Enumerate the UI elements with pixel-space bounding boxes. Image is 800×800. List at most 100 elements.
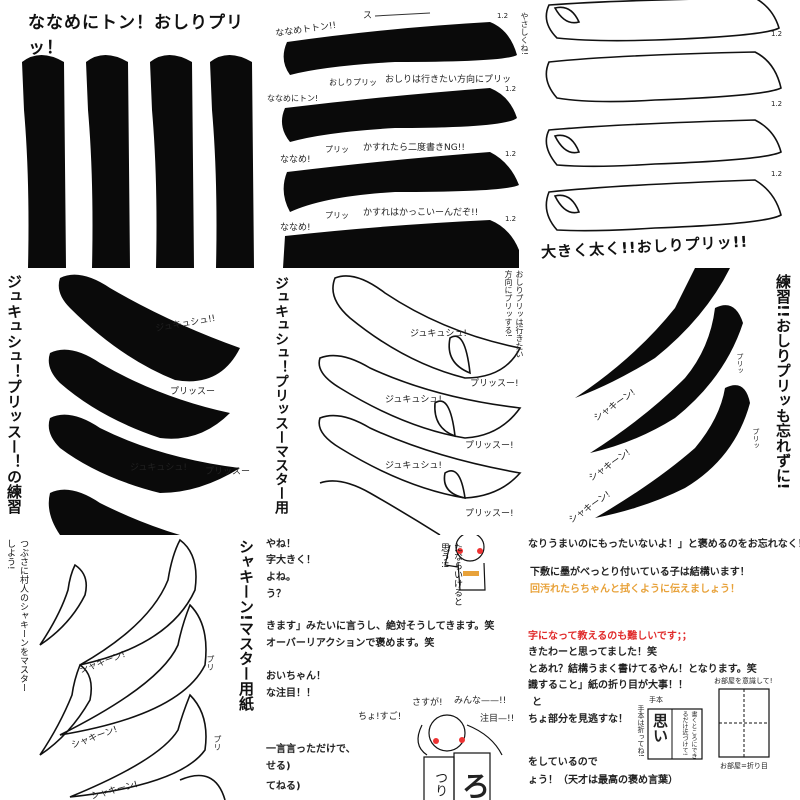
speech-bubble: さすが! [412,698,443,708]
article-line: せる) [266,761,291,772]
speech-bubble: 注目—!! [480,714,515,724]
stroke [595,385,750,518]
side-caption: 練習!!おしりプリッも忘れずに! [774,274,792,490]
article-line: 下敷に墨がべっとり付いている子は結構います！ [530,567,750,578]
note: 1.2 [505,215,517,223]
article-line: う？ [266,589,286,600]
note: プリッ [325,145,349,154]
tile-outlined-strokes: 1.2 1.2 1.2 大きく太く!!おしりプリッ!! [535,0,800,268]
model-character: 思い [651,713,669,743]
model-label: 書くところにできるだけ近づけて! [681,711,697,759]
article-line: なりうまいのにもったいないよ！」と褒めるのをお忘れなく！ [528,539,800,550]
stroke [281,88,517,142]
stroke-outline [319,480,441,535]
stroke-outline [545,51,782,103]
vertical-strokes [22,55,254,268]
speech-bubble: みんな——!! [454,696,507,706]
stroke [575,268,730,398]
note: 1.2 [497,12,509,20]
article-line: てねる) [266,781,301,792]
note: プリ [213,735,222,751]
article-section: やね！ 字大きく！ よね。 う？ きます」みたいに言うし、絶対そうしてきます。笑… [262,535,800,800]
stroke-outline [318,414,522,499]
note: 1.2 [505,150,517,158]
article-line: きます」みたいに言うし、絶対そうしてきます。笑 [266,621,495,632]
note: 1.2 [771,30,783,38]
fold-diagram [718,688,770,758]
note: プリッスー! [465,441,514,451]
card-text: つり [432,771,447,797]
left-caption: つぶさに村人のシャキーンをマスターしよう! [5,539,28,692]
article-line: やね！ [266,539,296,550]
article-line: よね。 [266,572,296,583]
article-line: とあれ？結構うまく書けてるやん！となります。笑 [528,664,757,675]
outlined-strokes [545,0,782,232]
tile-vertical-strokes: ななめにトン！おしりプリッ！ [0,0,265,268]
hook-strokes [39,538,226,800]
model-sheet-illustration [647,708,703,760]
stroke [283,22,517,75]
diagonal-strokes [48,274,240,535]
model-label: 手本は折ってね! [637,705,645,757]
note: 1.2 [771,170,783,178]
tile-title: ななめにトン！おしりプリッ！ [28,13,244,58]
stroke [48,489,180,535]
note: ななめ! [280,155,311,165]
note: ななめにトン! [267,94,319,103]
note: プリッスー [170,387,216,397]
article-line: ちょ部分を見逃すな！ [528,714,628,725]
horizontal-strokes [281,12,519,268]
note: ジュキュシュ! [410,329,467,339]
stroke [590,305,743,453]
stroke [283,152,519,212]
note: おしりプリッ [329,78,377,87]
note: プリッスー! [465,509,514,519]
speech-bubble: ちょ!すご! [358,712,402,722]
card-text: ろ [462,770,491,800]
note: かすれはかっこいーんだぞ!! [363,208,479,218]
stroke [48,349,230,439]
article-line: オーバーリアクションで褒めます。笑 [266,638,435,649]
stroke-outline [332,275,522,379]
stroke [283,220,519,268]
note: プリッ [325,211,349,220]
stroke [58,274,240,382]
article-line-highlight: 字になって教えるのも難しいです；； [528,631,692,642]
note: 1.2 [505,85,517,93]
tile-sweep-strokes: 練習!!おしりプリッも忘れずに! シャキーン! プリッ シャキーン! プリッ シ… [535,268,800,535]
stroke-outline [545,119,782,168]
article-line: きたわーと思ってました！笑 [528,647,657,658]
tile-hook-strokes: シャキーン!マスター用紙 つぶさに村人のシャキーンをマスターしよう! シャキーン… [0,535,262,800]
side-caption: ジュキュシュ！プリッスー！の練習 [5,274,23,514]
fold-label: お部屋を意識して! [714,677,773,685]
note: おしりプリッは行きたい方向にプリッする! [504,270,524,358]
note: ジュキュシュ! [385,461,442,471]
article-line: をしているので [528,757,598,768]
stroke-outline [79,538,197,666]
note: やさしくね! [520,12,529,56]
stroke [150,55,194,268]
stroke [22,55,66,268]
stroke-outline [39,563,88,646]
fold-label: お部屋=折り目 [720,762,768,770]
stroke-outline [318,354,522,439]
note: プリ [206,655,215,671]
model-label: 手本 [649,696,663,704]
stroke-outline [179,774,226,800]
tile-outlined-diagonals: ジュキュシュ！プリッスーマスター用 おしりプリッは行きたい方向にプリッする! ジ… [265,268,535,535]
note: ジュキュシュ! [385,395,442,405]
illustration-caption: たならいけると思う!! [439,543,462,606]
article-line: 字大きく！ [266,555,316,566]
note: プリッ [736,353,744,374]
note: ス [363,11,373,21]
article-line: 識すること」紙の折り目が大事！！ [528,680,688,691]
note: かすれたら二度書きNG!! [363,143,465,153]
stroke-outline [59,603,207,736]
girl-with-cards-illustration [417,714,503,800]
article-line: おいちゃん！ [266,671,326,682]
note: プリッスー [205,467,251,477]
article-line: な注目！！ [266,688,316,699]
girl-illustration [444,535,486,591]
article-line-highlight: 回汚れたらちゃんと拭くように伝えましょう！ [530,584,740,595]
stroke [48,414,240,493]
